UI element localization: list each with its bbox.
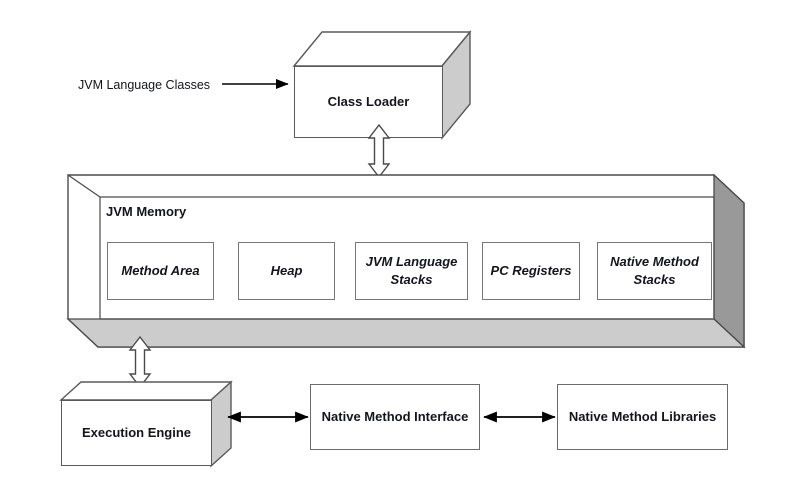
jvm-memory-box: JVM Memory Method Area Heap JVM Language… <box>66 173 746 349</box>
execution-engine-front-face <box>61 400 212 466</box>
memory-region-pc-registers <box>482 242 580 300</box>
arrow-classes-to-class-loader <box>222 78 289 90</box>
arrow-interface-to-libraries <box>483 411 556 423</box>
memory-region-heap <box>238 242 335 300</box>
class-loader-front-face <box>294 66 443 138</box>
jvm-memory-title: JVM Memory <box>106 204 187 219</box>
execution-engine-box: Execution Engine <box>59 380 236 472</box>
native-method-interface-box <box>310 384 480 450</box>
native-method-libraries-box <box>557 384 728 450</box>
class-loader-3d-shading <box>292 30 472 140</box>
block-arrow-loader-to-memory <box>367 123 391 179</box>
memory-region-jvm-language-stacks <box>355 242 468 300</box>
arrow-engine-to-native-interface <box>227 411 309 423</box>
execution-engine-3d-shading <box>59 380 233 468</box>
class-loader-box: Class Loader <box>292 28 494 140</box>
memory-region-native-method-stacks <box>597 242 712 300</box>
memory-region-method-area <box>107 242 214 300</box>
input-label-jvm-language-classes: JVM Language Classes <box>78 78 211 92</box>
block-arrow-memory-to-engine <box>128 335 152 389</box>
